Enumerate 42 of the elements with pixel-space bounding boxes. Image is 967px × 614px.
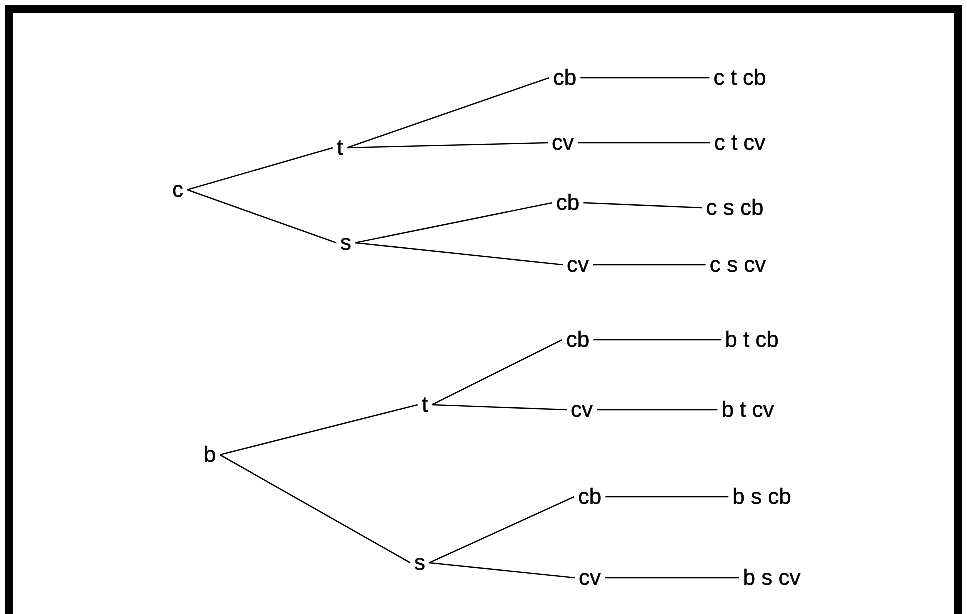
- tree-branch: [220, 404, 418, 456]
- tree-branch: [597, 409, 718, 411]
- tree-branch: [605, 577, 740, 579]
- tree-branch: [578, 142, 710, 144]
- tree-branch: [355, 242, 564, 266]
- tree-label: b t cv: [718, 398, 778, 422]
- tree-label: t: [332, 136, 348, 160]
- tree-branch: [584, 202, 702, 209]
- tree-label: cv: [575, 566, 605, 590]
- tree-label: cb: [552, 190, 584, 216]
- tree-branch: [594, 339, 722, 341]
- tree-label: b: [200, 442, 220, 468]
- tree-branch: [187, 147, 334, 191]
- tree-label: c t cb: [710, 66, 770, 90]
- tree-branch: [429, 496, 575, 564]
- tree-branch: [580, 77, 710, 79]
- tree-branch: [355, 202, 552, 244]
- tree-branch: [429, 562, 576, 579]
- tree-label: b t cb: [721, 328, 783, 352]
- tree-label: s: [410, 550, 430, 576]
- tree-branch: [606, 496, 729, 498]
- tree-label: c s cb: [702, 196, 768, 220]
- tree-label: t: [418, 392, 432, 418]
- tree-label: c s cv: [706, 252, 770, 278]
- tree-branch: [347, 142, 548, 149]
- tree-label: cv: [567, 398, 597, 422]
- tree-label: cb: [549, 66, 581, 90]
- tree-label: s: [336, 230, 356, 256]
- tree-label: b s cv: [739, 566, 805, 590]
- tree-branch: [346, 77, 550, 149]
- tree-branch: [432, 404, 568, 411]
- tree-label: cb: [562, 328, 594, 352]
- tree-branch: [432, 339, 563, 406]
- tree-label: b s cb: [728, 484, 796, 510]
- tree-branch: [220, 454, 411, 564]
- tree-label: c: [168, 178, 188, 202]
- tree-branch: [187, 189, 337, 244]
- tree-label: c t cv: [710, 130, 770, 156]
- tree-label: cb: [574, 484, 606, 510]
- tree-label: cv: [563, 252, 593, 278]
- tree-branch: [593, 264, 706, 266]
- tree-label: cv: [548, 130, 578, 156]
